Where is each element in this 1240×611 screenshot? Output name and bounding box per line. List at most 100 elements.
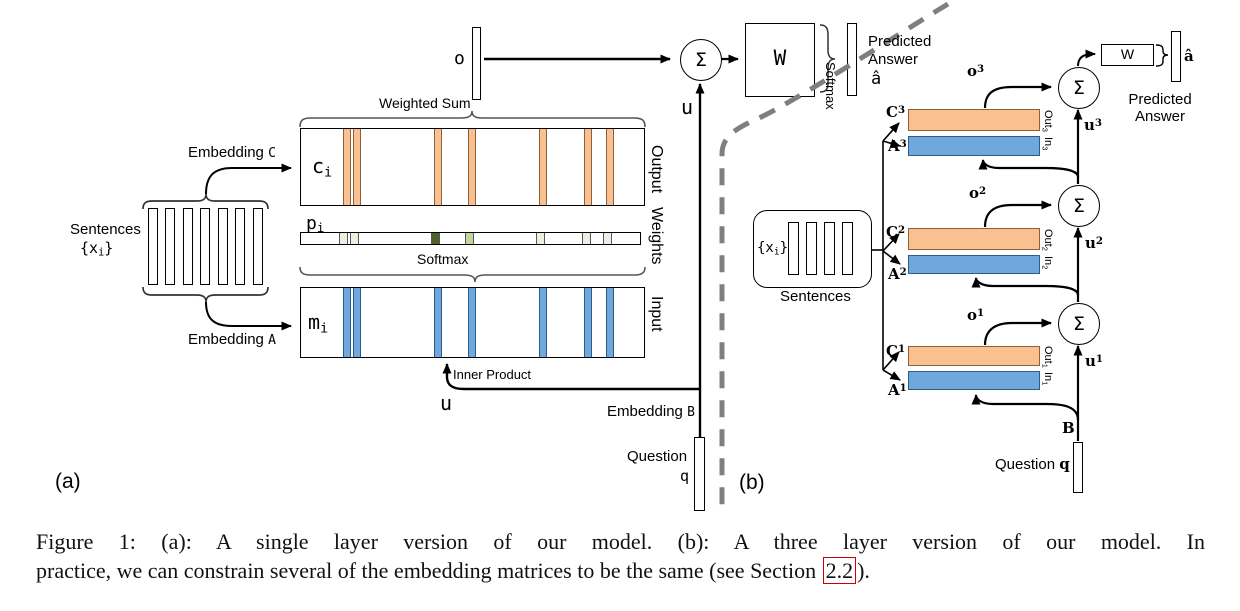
- c3-label: C3: [886, 103, 906, 121]
- q-var-a: q: [680, 467, 690, 485]
- caption-line-2: practice, we can constrain several of th…: [36, 557, 870, 584]
- sentence-vector-bar: [165, 208, 175, 285]
- out1-rotated-label: Out1: [1040, 346, 1054, 368]
- panel-a-tag: (a): [55, 470, 81, 493]
- weights-rotated-label: Weights: [648, 207, 665, 265]
- sum-node-2: Σ: [1058, 185, 1100, 227]
- memory-activation-bar: [434, 129, 442, 205]
- xi-sub: i: [98, 247, 105, 259]
- memory-activation-bar: [343, 129, 351, 205]
- c1-label: C1: [886, 342, 906, 360]
- memory-activation-bar: [606, 129, 614, 205]
- probability-strip: [300, 232, 641, 245]
- sum-node-3: Σ: [1058, 67, 1100, 109]
- panel-b-tag: (b): [739, 471, 765, 494]
- sentence-vector-bar: [218, 208, 228, 285]
- in3-rotated-label: In3: [1040, 137, 1054, 151]
- matrix-c: C: [268, 146, 276, 161]
- memory-activation-bar: [353, 288, 361, 357]
- probability-cell: [536, 233, 545, 244]
- o3-label: o3: [967, 62, 985, 80]
- mi-label: mi: [308, 310, 329, 337]
- sentence-vector-bar: [806, 222, 817, 275]
- question-vector-bar-b: [1073, 442, 1083, 493]
- sentence-vector-bar: [842, 222, 853, 275]
- memory-activation-bar: [539, 288, 547, 357]
- out3-rotated-label: Out3: [1040, 110, 1054, 132]
- embedding-a-label: Embedding A: [188, 331, 276, 348]
- q-var-b: q: [1059, 455, 1070, 473]
- layer3-output-memory: [908, 109, 1040, 131]
- w-matrix-label-b: W: [1120, 46, 1135, 62]
- softmax-rotated-label: Softmax: [823, 62, 838, 110]
- memory-activation-bar: [606, 288, 614, 357]
- sentences-set-label: {xi}: [80, 239, 113, 258]
- layer1-input-memory: [908, 371, 1040, 390]
- layer3-input-memory: [908, 136, 1040, 156]
- ci-label: ci: [312, 154, 333, 181]
- a-hat-a: â: [871, 69, 882, 89]
- answer-word-a: Answer: [868, 51, 919, 68]
- predicted-answer-bar-b: [1171, 31, 1181, 82]
- sum-node-1: Σ: [1058, 303, 1100, 345]
- u1-label: u1: [1085, 352, 1103, 370]
- question-word-a: Question: [627, 448, 688, 465]
- memory-activation-bar: [468, 288, 476, 357]
- output-memory-box: [300, 128, 645, 206]
- o-vector-label: o: [454, 48, 465, 69]
- probability-cell: [431, 233, 440, 244]
- a1-label: A1: [888, 381, 907, 399]
- u2-label: u2: [1085, 234, 1103, 252]
- u3-label: u3: [1084, 116, 1102, 134]
- figure-caption: Figure 1: (a): A single layer version of…: [36, 527, 1205, 585]
- memory-activation-bar: [584, 129, 592, 205]
- weight-matrix-box-b: [1101, 44, 1154, 66]
- section-link[interactable]: 2.2: [822, 557, 857, 584]
- matrix-b: B: [687, 405, 695, 420]
- sentence-vector-bar: [788, 222, 799, 275]
- memory-activation-bar: [584, 288, 592, 357]
- probability-cell: [582, 233, 591, 244]
- c2-label: C2: [886, 223, 906, 241]
- matrix-a: A: [268, 333, 276, 348]
- o1-label: o1: [967, 306, 985, 324]
- in2-rotated-label: In2: [1040, 256, 1054, 270]
- inner-product-label: Inner Product: [453, 367, 532, 382]
- predicted-answer-bar: [847, 23, 857, 96]
- in1-rotated-label: In1: [1040, 372, 1054, 386]
- b-matrix-label: B: [1062, 419, 1075, 437]
- sentences-label-b: Sentences: [780, 288, 851, 305]
- memory-activation-bar: [434, 288, 442, 357]
- output-rotated-label: Output: [648, 145, 665, 194]
- memory-activation-bar: [468, 129, 476, 205]
- layer1-output-memory: [908, 346, 1040, 366]
- weighted-sum-label: Weighted Sum: [379, 95, 471, 111]
- brace-weighted-sum: [299, 110, 646, 128]
- predicted-word-a: Predicted: [868, 33, 932, 50]
- probability-cell: [603, 233, 612, 244]
- sentence-vector-bar: [253, 208, 263, 285]
- probability-cell: [350, 233, 359, 244]
- input-memory-box: [300, 287, 645, 358]
- a3-label: A3: [888, 137, 907, 155]
- memory-activation-bar: [343, 288, 351, 357]
- embedding-c-label: Embedding C: [188, 144, 276, 161]
- brace-sentences-top: [142, 193, 269, 210]
- caption-line-1: Figure 1: (a): A single layer version of…: [36, 529, 1205, 554]
- u-label-bottom: u: [440, 391, 453, 415]
- memory-activation-bar: [353, 129, 361, 205]
- brace-sentences-bottom: [142, 286, 269, 303]
- pi-label: pi: [306, 213, 325, 236]
- memory-activation-bar: [539, 129, 547, 205]
- sentences-set-label-b: {xi}: [757, 240, 789, 258]
- u-label-top: u: [681, 95, 694, 119]
- sentence-vector-bar: [200, 208, 210, 285]
- embedding-b-label: Embedding B: [607, 403, 695, 420]
- question-vector-bar: [694, 437, 705, 511]
- output-vector-bar: [472, 27, 481, 100]
- brace-w-b: [1155, 44, 1169, 67]
- sentence-vector-bar: [148, 208, 158, 285]
- probability-cell: [339, 233, 348, 244]
